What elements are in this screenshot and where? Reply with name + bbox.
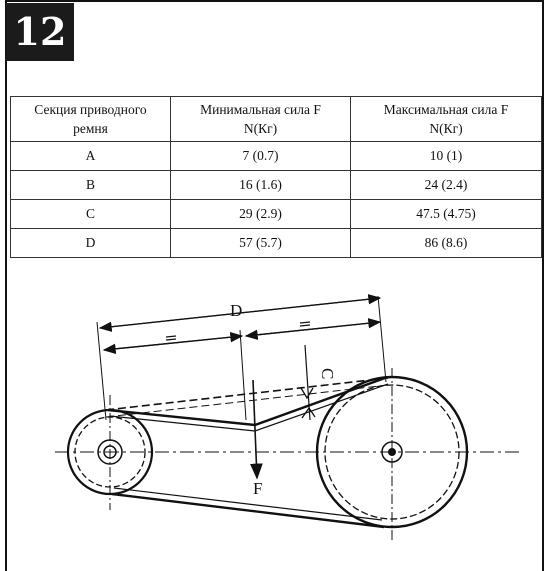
cell-max-force: 10 (1) [350, 141, 542, 171]
section-number-badge: 12 [6, 3, 74, 61]
belt-tension-table: Секция приводного ремня Минимальная сила… [10, 96, 542, 258]
header-min-force: Минимальная сила F N(Кг) [170, 96, 351, 142]
header-max-force: Максимальная сила F N(Кг) [350, 96, 542, 142]
table-row: C 29 (2.9) 47.5 (4.75) [10, 199, 542, 229]
cell-max-force: 47.5 (4.75) [350, 199, 542, 229]
large-pulley [315, 368, 469, 540]
belt-lower-run [111, 492, 385, 529]
force-f-arrow [250, 379, 263, 480]
dimension-d [98, 294, 382, 354]
cell-min-force: 7 (0.7) [170, 141, 351, 171]
label-d: D [230, 301, 242, 320]
dimension-c [300, 344, 316, 421]
belt-upper-run-deflected [107, 376, 386, 427]
page-frame [5, 0, 544, 571]
cell-min-force: 29 (2.9) [170, 199, 351, 229]
table-row: D 57 (5.7) 86 (8.6) [10, 228, 542, 258]
cell-max-force: 86 (8.6) [350, 228, 542, 258]
table-row: B 16 (1.6) 24 (2.4) [10, 170, 542, 200]
label-f: F [253, 479, 262, 498]
table-row: A 7 (0.7) 10 (1) [10, 141, 542, 171]
cell-max-force: 24 (2.4) [350, 170, 542, 200]
cell-section: D [10, 228, 171, 258]
cell-min-force: 57 (5.7) [170, 228, 351, 258]
label-c: C [318, 368, 337, 379]
table-header-row: Секция приводного ремня Минимальная сила… [10, 96, 542, 142]
header-belt-section: Секция приводного ремня [10, 96, 171, 142]
